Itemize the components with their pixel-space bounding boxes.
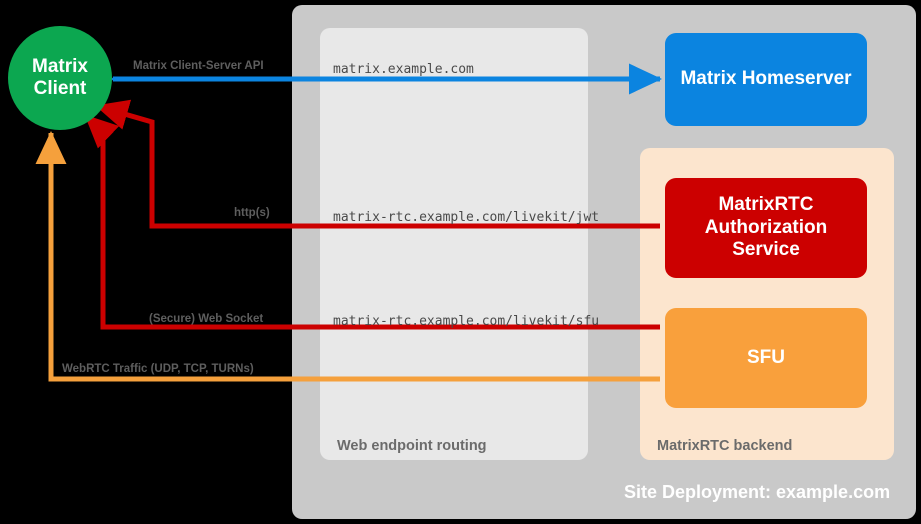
node-sfu[interactable]: SFU bbox=[665, 308, 867, 408]
node-matrix-homeserver[interactable]: Matrix Homeserver bbox=[665, 33, 867, 126]
auth-label-line1: MatrixRTC bbox=[718, 194, 814, 216]
endpoint-matrix-example-com: matrix.example.com bbox=[333, 62, 474, 77]
matrix-client-label-line1: Matrix bbox=[32, 55, 88, 77]
endpoint-livekit-sfu: matrix-rtc.example.com/livekit/sfu bbox=[333, 314, 600, 329]
matrixrtc-backend-label: MatrixRTC backend bbox=[657, 438, 793, 454]
edge-sfu-websocket bbox=[84, 114, 660, 330]
matrix-client-label-line2: Client bbox=[33, 78, 87, 99]
site-deployment-label: Site Deployment: example.com bbox=[624, 482, 891, 502]
edge-webrtc-traffic bbox=[35, 130, 660, 382]
edge-label-webrtc-traffic: WebRTC Traffic (UDP, TCP, TURNs) bbox=[62, 363, 254, 375]
auth-label-line3: Service bbox=[732, 239, 800, 261]
auth-label-line2: Authorization bbox=[704, 216, 828, 238]
endpoint-livekit-jwt: matrix-rtc.example.com/livekit/jwt bbox=[333, 210, 600, 225]
edge-label-matrix-client-server-api: Matrix Client-Server API bbox=[133, 60, 264, 72]
node-matrix-client[interactable]: Matrix Client bbox=[8, 26, 112, 130]
web-endpoint-routing-label: Web endpoint routing bbox=[337, 438, 487, 454]
matrix-homeserver-label: Matrix Homeserver bbox=[680, 68, 852, 90]
edge-authorization-https bbox=[95, 99, 660, 229]
edge-label-https: http(s) bbox=[234, 207, 270, 219]
web-endpoint-routing-panel bbox=[320, 28, 588, 460]
edge-label-web-socket: (Secure) Web Socket bbox=[149, 313, 264, 325]
node-matrixrtc-authorization-service[interactable]: MatrixRTC Authorization Service bbox=[665, 178, 867, 278]
sfu-label: SFU bbox=[747, 346, 785, 368]
